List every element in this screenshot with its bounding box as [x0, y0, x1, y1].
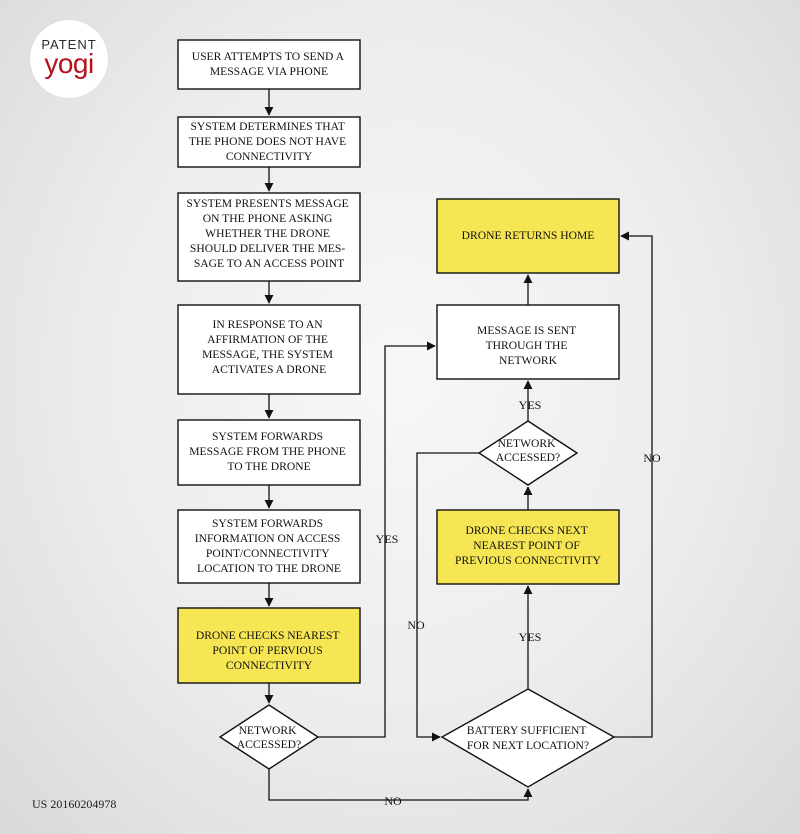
node-text: NETWORK ACCESSED? [237, 724, 301, 751]
edge-label-no: NO [384, 794, 402, 808]
node-text: DRONE RETURNS HOME [462, 229, 595, 242]
edge-d1-yes-to-message-sent [318, 341, 436, 738]
node-text: NETWORK ACCESSED? [496, 437, 560, 464]
node-user-attempts-send: USER ATTEMPTS TO SEND A MESSAGE VIA PHON… [177, 39, 361, 90]
node-system-forwards-message: SYSTEM FORWARDS MESSAGE FROM THE PHONE T… [177, 419, 361, 486]
node-text: MESSAGE IS SENT THROUGH THE NETWORK [477, 324, 579, 367]
node-text: BATTERY SUFFICIENT FOR NEXT LOCATION? [467, 724, 589, 752]
edge-label-no: NO [643, 451, 661, 465]
node-text: DRONE CHECKS NEXT NEAREST POINT OF PREVI… [455, 524, 602, 567]
edge-battery-no-to-home [614, 231, 653, 738]
node-text: USER ATTEMPTS TO SEND A MESSAGE VIA PHON… [192, 50, 347, 78]
logo-text-top: PATENT [41, 37, 97, 52]
node-drone-checks-nearest: DRONE CHECKS NEAREST POINT OF PERVIOUS C… [177, 607, 361, 684]
node-message-sent-network: MESSAGE IS SENT THROUGH THE NETWORK [436, 304, 620, 380]
node-system-presents-message: SYSTEM PRESENTS MESSAGE ON THE PHONE ASK… [177, 192, 361, 282]
node-drone-returns-home: DRONE RETURNS HOME [436, 198, 620, 274]
logo-text-bottom: yogi [44, 48, 94, 79]
decision-network-accessed-left: NETWORK ACCESSED? [218, 704, 320, 770]
node-text: DRONE CHECKS NEAREST POINT OF PERVIOUS C… [196, 629, 342, 672]
edge-label-yes: YES [519, 398, 542, 412]
edge-d2-no-to-battery [416, 452, 479, 742]
edge-label-yes: YES [519, 630, 542, 644]
node-system-activates-drone: IN RESPONSE TO AN AFFIRMATION OF THE MES… [177, 304, 361, 395]
edge-d1-no-to-battery [268, 769, 533, 801]
patent-number: US 20160204978 [32, 797, 117, 811]
node-drone-checks-next-nearest: DRONE CHECKS NEXT NEAREST POINT OF PREVI… [436, 509, 620, 585]
edge-label-no: NO [407, 618, 425, 632]
node-system-forwards-information: SYSTEM FORWARDS INFORMATION ON ACCESS PO… [177, 509, 361, 584]
decision-network-accessed-right: NETWORK ACCESSED? [477, 420, 579, 486]
patentyogi-logo: PATENT yogi [30, 20, 108, 98]
node-text: IN RESPONSE TO AN AFFIRMATION OF THE MES… [202, 318, 336, 376]
edge-label-yes: YES [376, 532, 399, 546]
decision-battery-sufficient: BATTERY SUFFICIENT FOR NEXT LOCATION? [440, 688, 616, 788]
node-text: SYSTEM FORWARDS MESSAGE FROM THE PHONE T… [189, 430, 349, 473]
node-text: SYSTEM FORWARDS INFORMATION ON ACCESS PO… [195, 517, 344, 575]
node-system-determines-no-connectivity: SYSTEM DETERMINES THAT THE PHONE DOES NO… [177, 116, 361, 168]
node-text: SYSTEM DETERMINES THAT THE PHONE DOES NO… [189, 120, 349, 163]
node-text: SYSTEM PRESENTS MESSAGE ON THE PHONE ASK… [186, 197, 351, 270]
